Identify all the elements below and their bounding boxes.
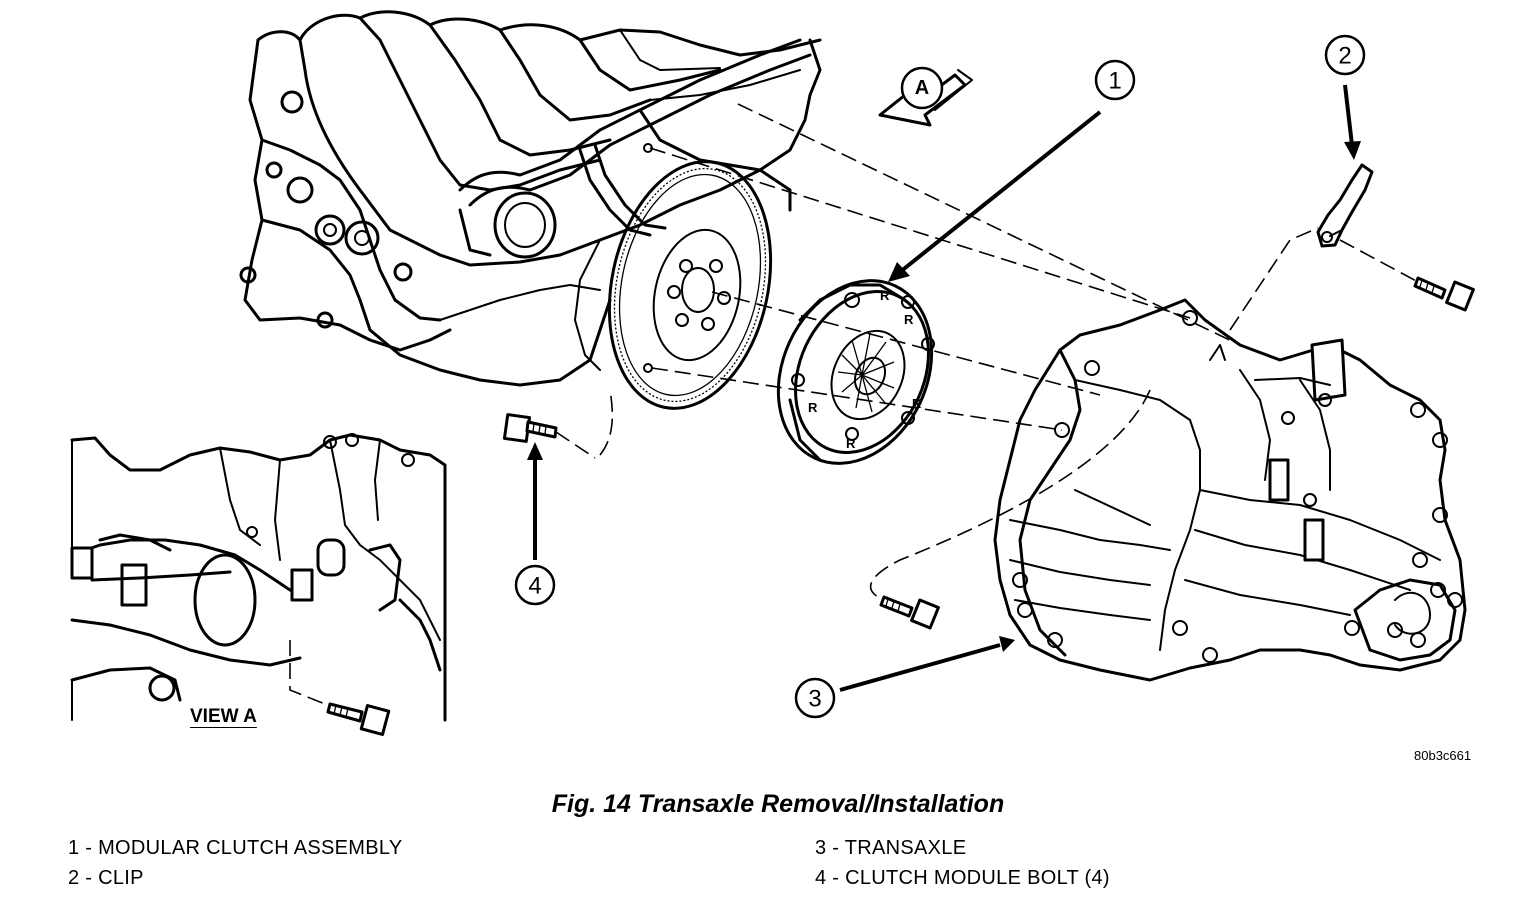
view-a-bolt — [326, 702, 391, 736]
engine-block — [239, 10, 822, 387]
view-a-label: VIEW A — [190, 706, 257, 727]
figure-caption: Fig. 14 Transaxle Removal/Installation — [551, 790, 1005, 818]
legend-item: 1 - MODULAR CLUTCH ASSEMBLY — [68, 837, 403, 859]
callout-1: 1 — [1094, 59, 1136, 101]
modular-clutch-assembly: R R R R R — [776, 279, 935, 465]
view-arrow-letter: A — [915, 77, 929, 99]
legend-item: 2 - CLIP — [68, 867, 144, 889]
legend-item: 3 - TRANSAXLE — [815, 837, 967, 859]
callout-4-number: 4 — [528, 573, 541, 600]
image-code: 80b3c661 — [1414, 748, 1472, 763]
callout-4: 4 — [514, 564, 556, 606]
pressure-plate-mark: R — [808, 400, 818, 415]
callout-2-number: 2 — [1338, 43, 1351, 70]
callout-3: 3 — [794, 677, 836, 719]
callout-2: 2 — [1324, 34, 1366, 76]
callout-1-number: 1 — [1108, 68, 1121, 95]
pressure-plate-mark: R — [904, 312, 914, 327]
clip — [1316, 163, 1374, 248]
pressure-plate-mark: R — [880, 288, 890, 303]
callout-3-number: 3 — [808, 686, 821, 713]
legend-item: 4 - CLUTCH MODULE BOLT (4) — [815, 867, 1110, 889]
transaxle-bolt — [879, 595, 940, 630]
view-direction-arrow: A — [878, 66, 973, 127]
clutch-module-bolt — [502, 413, 558, 443]
transaxle — [993, 298, 1467, 682]
clip-bolt — [1413, 276, 1475, 312]
pressure-plate-mark: R — [912, 396, 922, 411]
alignment-lines — [289, 103, 1421, 707]
view-a-inset — [70, 433, 447, 722]
flywheel — [607, 143, 773, 410]
pressure-plate-mark: R — [846, 436, 856, 451]
callout-leaders — [527, 84, 1361, 692]
